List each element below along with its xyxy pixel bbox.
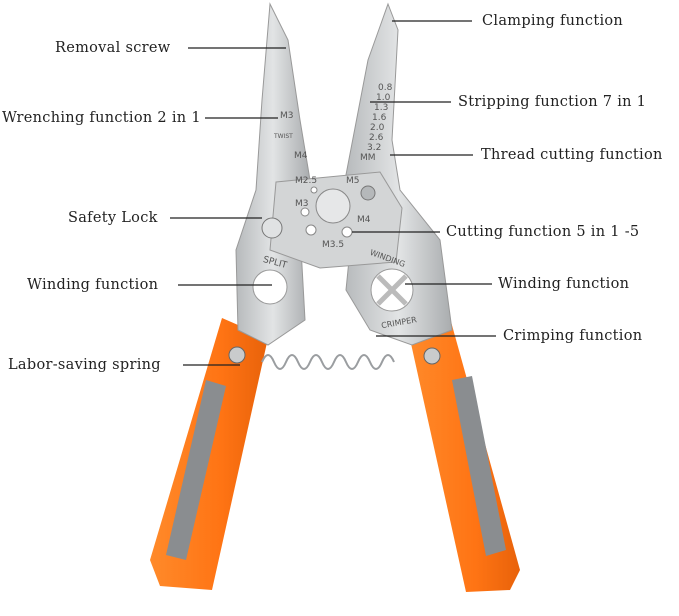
- pivot-bolt: [315, 188, 351, 224]
- label-removal-screw: Removal screw: [55, 40, 171, 56]
- strip-size: 1.3: [374, 103, 388, 113]
- label-cutting-function: Cutting function 5 in 1 -5: [446, 224, 640, 240]
- cut-size: M3.5: [322, 240, 344, 250]
- wrench-size: M4: [294, 151, 308, 161]
- cut-size: M5: [346, 176, 360, 186]
- safety-lock-knob: [261, 217, 283, 239]
- strip-size: 2.0: [370, 123, 385, 133]
- strip-size: 1.0: [376, 93, 391, 103]
- left-handle: [150, 318, 268, 590]
- label-thread-cutting-function: Thread cutting function: [481, 147, 663, 163]
- label-winding-function-right: Winding function: [498, 276, 630, 292]
- label-wrenching-function: Wrenching function 2 in 1: [2, 110, 201, 126]
- wrench-size: M3: [280, 111, 294, 121]
- strip-size: 0.8: [378, 83, 393, 93]
- cut-size: M4: [357, 215, 371, 225]
- strip-size: MM: [360, 153, 376, 163]
- label-labor-saving-spring: Labor-saving spring: [8, 357, 161, 373]
- spring: [261, 354, 395, 370]
- label-stripping-function: Stripping function 7 in 1: [458, 94, 647, 110]
- label-crimping-function: Crimping function: [503, 328, 643, 344]
- wrench-twist: TWIST: [273, 133, 293, 140]
- strip-size: 1.6: [372, 113, 387, 123]
- label-safety-lock: Safety Lock: [68, 210, 158, 226]
- cut-size: M3: [295, 199, 309, 209]
- leader-lines: [170, 20, 496, 366]
- label-clamping-function: Clamping function: [482, 13, 624, 29]
- strip-size: 3.2: [367, 143, 381, 153]
- cut-size: M2.5: [295, 176, 317, 186]
- right-handle: [408, 318, 520, 592]
- strip-size: 2.6: [369, 133, 384, 143]
- left-jaw: [235, 2, 311, 346]
- label-winding-function-left: Winding function: [27, 277, 159, 293]
